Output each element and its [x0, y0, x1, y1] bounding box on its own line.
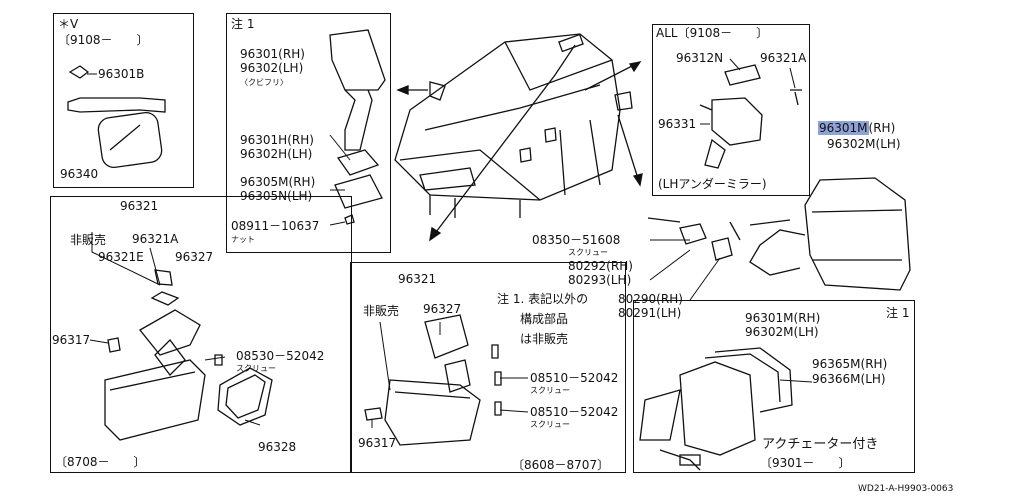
main-part-96302m: 96302M(LH)	[827, 137, 901, 151]
p2-part-96301h: 96301H(RH)	[240, 133, 314, 147]
panel-room-mirror-8708	[50, 196, 352, 473]
panel2-art	[329, 29, 386, 225]
main-part-80293: 80293(LH)	[568, 273, 632, 287]
p4-not-sold: 非販売	[70, 233, 107, 247]
panel4-art	[104, 269, 273, 441]
main-part-96301m: 96301M(RH)	[818, 121, 896, 135]
p6-note: 注 1	[886, 306, 910, 320]
p2-note: 注 1	[231, 17, 255, 31]
p2-part-08911: 08911－10637	[231, 219, 320, 233]
vehicle-illustration	[394, 33, 633, 218]
p6-part-96301m: 96301M(RH)	[745, 311, 821, 325]
p2-part-96302: 96302(LH)	[240, 61, 304, 75]
p4-part-96321a: 96321A	[132, 232, 179, 246]
panel-room-mirror-8608	[350, 262, 626, 473]
p2-subnote: 〈クビフリ〉	[240, 78, 288, 87]
main-part-96301m-side: (RH)	[868, 121, 896, 135]
diagram-code: WD21-A-H9903-0063	[858, 484, 954, 494]
panel-under-mirror	[652, 24, 810, 196]
main-screw: スクリュー	[568, 248, 608, 257]
main-part-80290: 80290(RH)	[618, 292, 683, 306]
p2-part-96305m: 96305M(RH)	[240, 175, 316, 189]
p1-part-96340: 96340	[60, 167, 99, 181]
p4-part-96327: 96327	[175, 250, 214, 264]
leader-lines	[87, 58, 813, 428]
p4-part-96321e: 96321E	[98, 250, 144, 264]
p3-part-96312n: 96312N	[676, 51, 724, 65]
p5-part-96317: 96317	[358, 436, 397, 450]
p5-screw-a: スクリュー	[530, 386, 570, 395]
panel6-art	[639, 347, 793, 471]
p5-period: 〔8608－8707〕	[512, 458, 610, 472]
p6-period: 〔9301－ 〕	[760, 456, 851, 470]
p4-part-08530: 08530－52042	[236, 349, 325, 363]
main-part-96301m-highlight: 96301M	[818, 121, 869, 135]
p5-part-08510a: 08510－52042	[530, 371, 619, 385]
main-note-3: は非販売	[520, 332, 569, 346]
panel-actuator-mirror	[633, 300, 915, 473]
leader-arrows	[396, 44, 643, 242]
main-note-2: 構成部品	[520, 312, 569, 326]
panel1-art	[67, 65, 166, 169]
main-mirror-art	[647, 177, 911, 291]
p1-note: ＊V	[58, 17, 79, 31]
p5-part-96321: 96321	[398, 272, 437, 286]
p5-part-08510b: 08510－52042	[530, 405, 619, 419]
p5-part-96327: 96327	[423, 302, 462, 316]
panel5-art	[364, 314, 502, 446]
p5-not-sold: 非販売	[363, 304, 400, 318]
p2-nut: ナット	[231, 235, 255, 244]
p5-screw-b: スクリュー	[530, 420, 570, 429]
panel-mirror-96301	[226, 13, 391, 253]
p3-head: ALL〔9108－ 〕	[656, 26, 769, 40]
p6-part-96365m: 96365M(RH)	[812, 357, 888, 371]
p4-period: 〔8708－ 〕	[55, 455, 146, 469]
p1-part-96301b: 96301B	[98, 67, 145, 81]
main-note-1: 注 1. 表記以外の	[497, 292, 589, 306]
p1-period: 〔9108－ 〕	[58, 33, 149, 47]
main-part-08350: 08350－51608	[532, 233, 621, 247]
p3-part-96331: 96331	[658, 117, 697, 131]
p6-part-96366m: 96366M(LH)	[812, 372, 886, 386]
p4-part-96328: 96328	[258, 440, 297, 454]
p3-caption: (LHアンダーミラー)	[658, 177, 767, 191]
p2-part-96302h: 96302H(LH)	[240, 147, 313, 161]
p4-part-96317: 96317	[52, 333, 91, 347]
p3-part-96321a: 96321A	[760, 51, 807, 65]
p6-actuator: アクチェーター付き	[762, 437, 879, 452]
p4-part-96321: 96321	[120, 199, 159, 213]
p6-part-96302m: 96302M(LH)	[745, 325, 819, 339]
panel-mirror-96340	[53, 13, 194, 188]
panel3-art	[699, 64, 802, 169]
p4-screw: スクリュー	[236, 364, 276, 373]
p2-part-96301: 96301(RH)	[240, 47, 305, 61]
